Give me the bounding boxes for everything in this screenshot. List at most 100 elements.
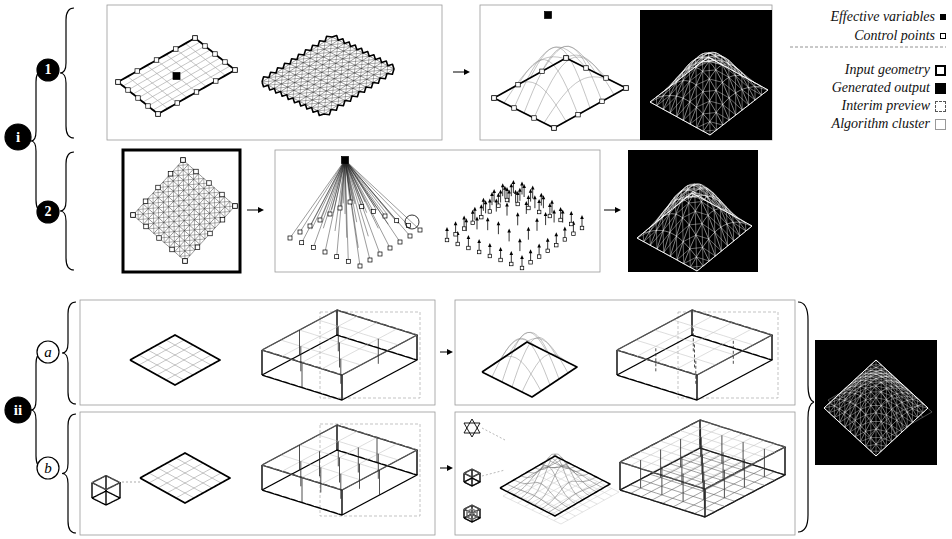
control-point xyxy=(233,68,238,73)
control-point xyxy=(564,56,569,61)
mesh-line xyxy=(214,198,215,208)
control-point xyxy=(157,236,162,241)
arrow-head xyxy=(569,211,573,215)
arrow-head xyxy=(505,203,509,207)
vector-arrow xyxy=(532,189,533,199)
arrow-head xyxy=(509,251,513,255)
mesh-line xyxy=(891,410,892,426)
mesh-line xyxy=(464,505,472,509)
mesh-line xyxy=(917,406,918,418)
legend-label: Input geometry xyxy=(845,62,930,78)
fan-line xyxy=(325,160,345,252)
control-point xyxy=(174,47,179,52)
mesh-line xyxy=(472,469,480,473)
mesh-line xyxy=(281,47,351,92)
mesh-line xyxy=(176,458,221,483)
vector-arrow xyxy=(513,183,514,193)
mesh-line xyxy=(662,197,675,214)
mesh-line xyxy=(300,86,302,94)
mesh-line xyxy=(860,396,861,410)
mesh-line xyxy=(673,320,753,345)
mesh-line xyxy=(209,193,210,203)
control-point xyxy=(572,232,576,236)
mesh-line xyxy=(719,201,732,215)
mesh-line xyxy=(304,55,366,87)
legend-swatch xyxy=(935,65,946,76)
control-point xyxy=(570,222,574,226)
mesh-line xyxy=(353,73,355,81)
mesh-line xyxy=(154,178,204,233)
mesh-line xyxy=(663,96,664,109)
mesh-line xyxy=(153,223,154,233)
mesh-line xyxy=(886,374,887,377)
mesh-line xyxy=(860,374,912,423)
mesh-line xyxy=(847,389,895,433)
legend-row: Algorithm cluster xyxy=(832,116,946,132)
outline xyxy=(464,478,480,486)
mesh-line xyxy=(188,195,189,205)
mesh-line xyxy=(174,232,175,242)
arrow-head xyxy=(524,201,528,205)
vector-arrow xyxy=(487,220,488,230)
mesh-line xyxy=(214,218,215,228)
mesh-line xyxy=(725,207,727,212)
mesh-line xyxy=(367,64,369,72)
mesh-line xyxy=(708,239,710,261)
mesh-line xyxy=(224,197,225,207)
mesh-line xyxy=(306,89,308,97)
mesh-line xyxy=(876,368,877,372)
mesh-line xyxy=(184,211,185,221)
mesh-line xyxy=(472,505,480,509)
mesh-line xyxy=(680,192,682,199)
control-point xyxy=(181,158,186,163)
inner-member xyxy=(743,442,744,470)
mesh-line xyxy=(318,95,320,103)
mesh-line xyxy=(416,450,417,475)
mesh-line xyxy=(837,395,885,439)
mesh-line xyxy=(163,182,215,228)
mesh-line xyxy=(178,166,230,212)
mesh-line xyxy=(317,46,319,54)
legend-swatch xyxy=(935,119,946,130)
fan-line xyxy=(320,160,345,220)
mesh-line xyxy=(876,444,877,456)
mesh-line xyxy=(534,465,589,505)
mesh-line xyxy=(886,431,887,446)
leader-line xyxy=(482,428,505,440)
mesh-line xyxy=(554,55,614,95)
mesh-line xyxy=(852,388,908,422)
fan-line xyxy=(345,160,420,230)
mesh-line xyxy=(696,375,697,400)
mesh-line xyxy=(310,51,312,59)
mesh-line xyxy=(548,481,603,513)
inner-member xyxy=(681,456,682,484)
mesh-line xyxy=(105,490,106,505)
mesh-line xyxy=(188,165,189,175)
mesh-line xyxy=(153,193,154,203)
mesh-line xyxy=(690,453,775,480)
vector-arrow xyxy=(477,219,478,229)
control-point xyxy=(220,192,225,197)
outline xyxy=(500,456,610,516)
mesh-line xyxy=(143,58,220,102)
inner-member xyxy=(655,346,656,371)
mesh-line xyxy=(143,204,144,214)
mesh-line xyxy=(314,69,316,77)
vector-arrow xyxy=(534,198,535,208)
mesh-line xyxy=(321,72,323,80)
mesh-line xyxy=(865,388,866,400)
mesh-line xyxy=(373,67,375,75)
mesh-line xyxy=(168,187,169,197)
mesh-line xyxy=(472,473,480,477)
mesh-line xyxy=(307,74,309,82)
inner-member xyxy=(299,330,300,355)
mesh-line xyxy=(361,61,363,69)
mesh-line xyxy=(693,185,695,191)
mesh-line xyxy=(138,210,190,256)
mesh-line xyxy=(178,206,179,216)
fan-line xyxy=(345,160,408,225)
mesh-line xyxy=(670,436,755,463)
vector-arrow xyxy=(528,230,529,240)
mesh-line xyxy=(342,51,344,59)
mesh-line xyxy=(716,90,717,112)
